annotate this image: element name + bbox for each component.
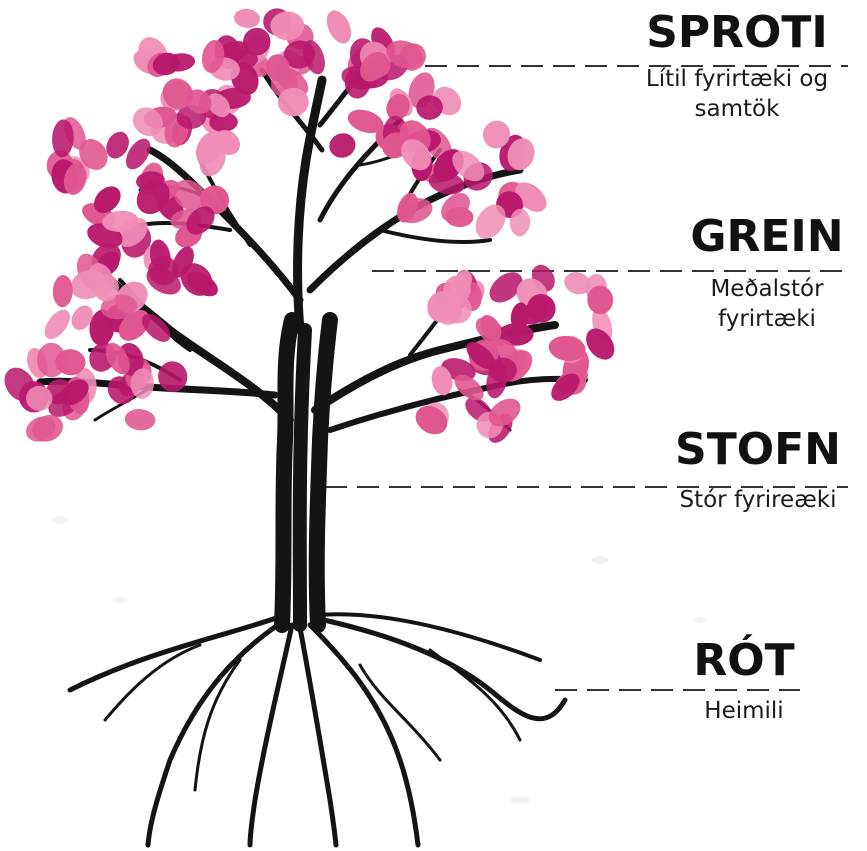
tier-rot-title: RÓT (681, 636, 807, 686)
roots (70, 614, 565, 845)
tier-sproti-title: SPROTI (621, 8, 853, 58)
tier-grein-title: GREIN (681, 212, 853, 262)
tier-grein-description: Meðalstór fyrirtæki (681, 274, 853, 334)
leaf (270, 11, 304, 40)
leaf (52, 275, 73, 308)
tier-stofn-title: STOFN (663, 425, 853, 475)
tier-stofn: STOFN Stór fyrireæki (663, 425, 853, 515)
background-specks (52, 516, 707, 804)
leaf (326, 130, 359, 162)
leaf (233, 7, 261, 29)
tier-sproti: SPROTI Lítil fyrirtæki og samtök (621, 8, 853, 124)
leaf (40, 305, 75, 343)
leaf (278, 88, 309, 117)
leaf (124, 408, 156, 432)
tier-sproti-description: Lítil fyrirtæki og samtök (621, 64, 853, 124)
tier-grein: GREIN Meðalstór fyrirtæki (681, 212, 853, 334)
tier-rot: RÓT Heimili (681, 636, 807, 726)
tier-rot-description: Heimili (681, 696, 807, 726)
tier-stofn-description: Stór fyrireæki (663, 485, 853, 515)
leaf (322, 6, 356, 47)
